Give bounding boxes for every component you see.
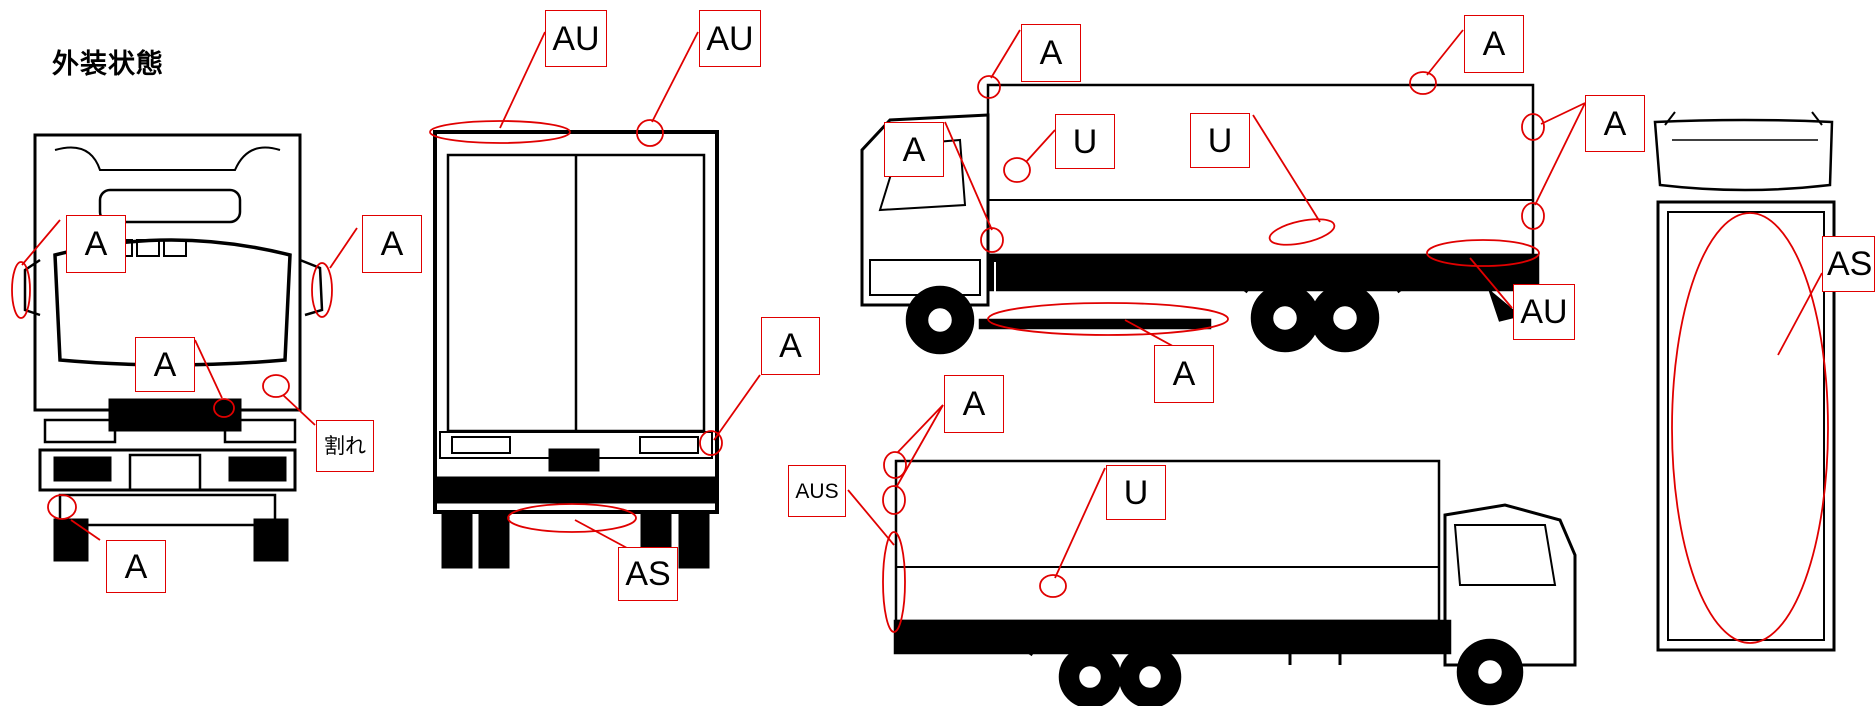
damage-label: A	[761, 317, 820, 375]
damage-label: A	[944, 375, 1004, 433]
right-side-view-marks	[847, 404, 1106, 633]
damage-label: A	[135, 337, 195, 392]
damage-label: A	[884, 122, 944, 177]
damage-label: 割れ	[316, 420, 374, 472]
rear-view-marks	[429, 31, 761, 549]
top-view-marks	[1671, 212, 1829, 644]
damage-label: AUS	[788, 465, 846, 517]
damage-label: AU	[545, 10, 607, 67]
damage-label: A	[66, 215, 126, 273]
damage-label: A	[106, 540, 166, 593]
damage-label: AS	[618, 547, 678, 601]
damage-label: AU	[1513, 284, 1575, 340]
rear-view-truck	[433, 130, 719, 569]
damage-label: AU	[699, 10, 761, 67]
top-view-truck	[1653, 111, 1836, 652]
damage-label: U	[1055, 114, 1115, 169]
right-side-view-truck	[893, 459, 1577, 706]
damage-label: A	[362, 215, 422, 273]
front-view-marks	[11, 219, 358, 541]
damage-label: AS	[1822, 236, 1875, 292]
left-side-view-marks	[944, 29, 1586, 351]
damage-label: A	[1154, 345, 1214, 403]
damage-label: U	[1106, 465, 1166, 520]
damage-label: U	[1190, 113, 1250, 168]
damage-label: A	[1585, 95, 1645, 152]
left-side-view-truck	[860, 83, 1540, 355]
damage-label: A	[1021, 24, 1081, 82]
damage-label: A	[1464, 15, 1524, 73]
page-title: 外装状態	[52, 49, 164, 80]
